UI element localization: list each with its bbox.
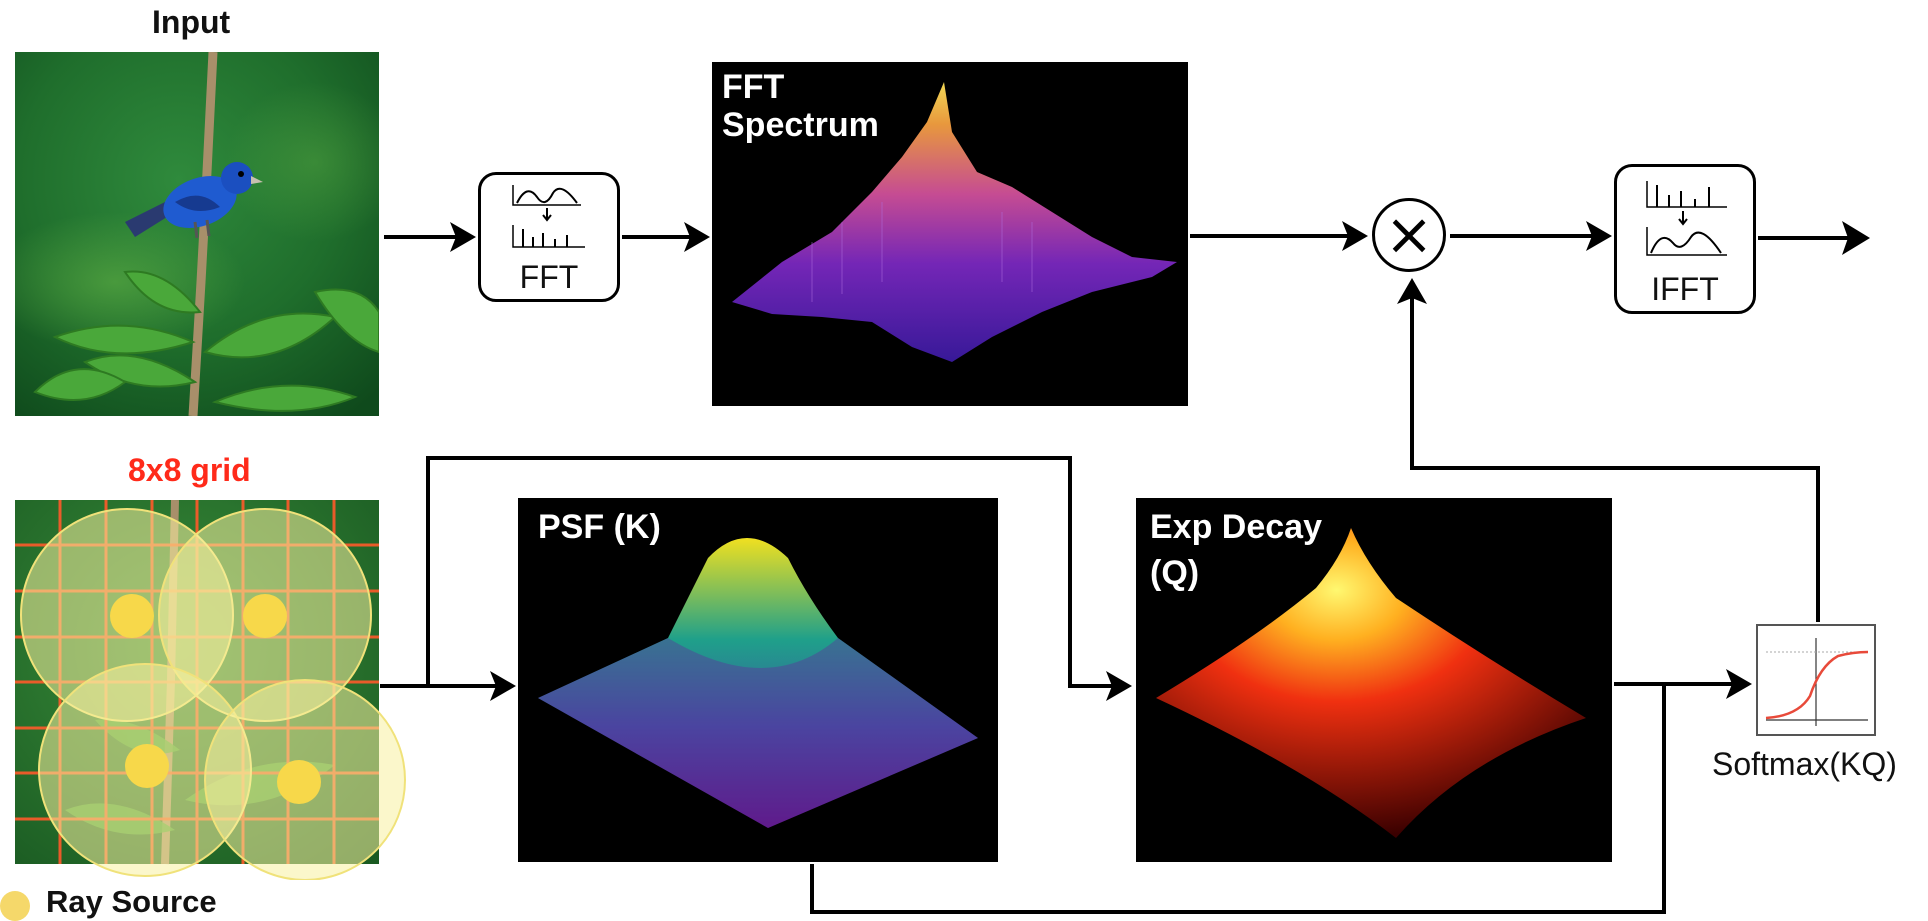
ifft-operation-label: IFFT xyxy=(1651,271,1719,307)
psf-panel: PSF (K) xyxy=(518,498,998,862)
signal-to-spectrum-icon xyxy=(512,185,585,248)
exp-decay-panel: Exp Decay (Q) xyxy=(1136,498,1612,862)
fft-operation-box: FFT xyxy=(478,172,620,302)
psf-title: PSF (K) xyxy=(538,508,661,546)
grid-label: 8x8 grid xyxy=(128,452,251,488)
grid-image xyxy=(15,500,406,880)
input-label: Input xyxy=(152,4,231,40)
exp-decay-title-line2: (Q) xyxy=(1150,554,1200,592)
multiply-symbol: × xyxy=(1384,200,1434,268)
exp-decay-title-line1: Exp Decay xyxy=(1150,508,1322,546)
softmax-label: Softmax(KQ) xyxy=(1712,746,1897,782)
input-image xyxy=(0,51,405,417)
spectrum-to-signal-icon xyxy=(1646,181,1727,256)
fft-operation-label: FFT xyxy=(519,259,579,295)
ifft-operation-box: IFFT xyxy=(1614,164,1756,314)
sigmoid-icon xyxy=(1756,624,1876,736)
fft-spectrum-title-line1: FFT xyxy=(722,68,785,106)
multiply-icon: × xyxy=(1372,198,1446,272)
ray-source-label: Ray Source xyxy=(46,884,217,919)
fft-spectrum-panel: FFT Spectrum xyxy=(712,62,1188,406)
ray-source-legend-dot xyxy=(0,891,30,921)
fft-spectrum-title-line2: Spectrum xyxy=(722,106,879,144)
